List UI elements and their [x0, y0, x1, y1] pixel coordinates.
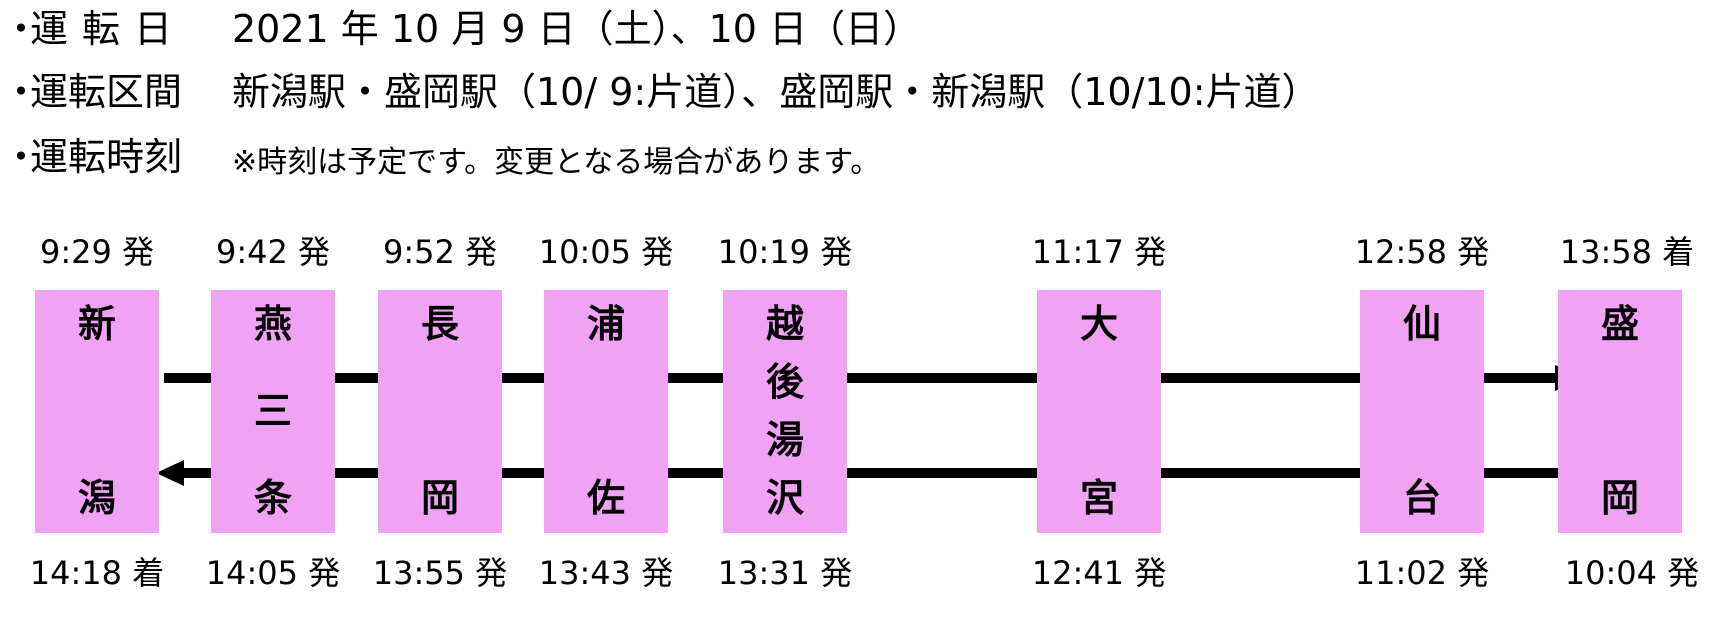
station-name-char: 長 [420, 302, 459, 346]
return-time-echigoyuzawa: 13:31 発 [717, 554, 853, 592]
station-name-char: 燕 [253, 302, 292, 346]
station-name-char: 潟 [77, 476, 116, 520]
bullet: ・ [2, 135, 41, 179]
station-box-echigoyuzawa: 越後湯沢 [723, 290, 847, 533]
outbound-time-urasa: 10:05 発 [538, 233, 674, 271]
bullet: ・ [2, 7, 41, 51]
section-value: 新潟駅・盛岡駅（10/ 9:片道）、盛岡駅・新潟駅（10/10:片道） [232, 70, 1320, 114]
time-label: 運転時刻 [30, 135, 183, 179]
outbound-time-tsubamesanjo: 9:42 発 [215, 233, 331, 271]
station-name-char: 新 [77, 302, 116, 346]
return-track [182, 468, 1560, 478]
station-name-char: 三 [253, 389, 292, 433]
station-box-sendai: 仙台 [1360, 290, 1484, 533]
outbound-time-niigata: 9:29 発 [39, 233, 155, 271]
station-box-urasa: 浦佐 [544, 290, 668, 533]
outbound-time-nagaoka: 9:52 発 [382, 233, 498, 271]
outbound-time-omiya: 11:17 発 [1031, 233, 1167, 271]
station-name-char: 岡 [1600, 476, 1639, 520]
station-name-char: 台 [1402, 476, 1441, 520]
date-label: 運転日 [30, 7, 187, 51]
outbound-time-morioka: 13:58 着 [1559, 233, 1695, 271]
date-value: 2021 年 10 月 9 日（土）、10 日（日） [232, 7, 922, 51]
station-name-char: 越 [765, 302, 804, 346]
outbound-track [164, 373, 1559, 383]
station-name-char: 大 [1079, 302, 1118, 346]
return-time-morioka: 10:04 発 [1564, 554, 1700, 592]
station-name-char: 佐 [586, 476, 625, 520]
station-name-char: 盛 [1600, 302, 1639, 346]
station-box-tsubamesanjo: 燕三条 [211, 290, 335, 533]
station-name-char: 条 [253, 476, 292, 520]
return-arrow-icon [156, 460, 184, 486]
station-box-niigata: 新潟 [35, 290, 159, 533]
outbound-time-echigoyuzawa: 10:19 発 [717, 233, 853, 271]
station-name-char: 宮 [1079, 476, 1118, 520]
return-time-omiya: 12:41 発 [1031, 554, 1167, 592]
station-box-omiya: 大宮 [1037, 290, 1161, 533]
return-time-sendai: 11:02 発 [1354, 554, 1490, 592]
outbound-time-sendai: 12:58 発 [1354, 233, 1490, 271]
station-box-nagaoka: 長岡 [378, 290, 502, 533]
bullet: ・ [2, 70, 41, 114]
return-time-niigata: 14:18 着 [29, 554, 165, 592]
station-box-morioka: 盛岡 [1558, 290, 1682, 533]
station-name-char: 仙 [1402, 302, 1441, 346]
return-time-tsubamesanjo: 14:05 発 [205, 554, 341, 592]
return-time-nagaoka: 13:55 発 [372, 554, 508, 592]
station-name-char: 後 [765, 360, 804, 404]
section-label: 運転区間 [30, 70, 183, 114]
station-name-char: 浦 [586, 302, 625, 346]
time-note: ※時刻は予定です。変更となる場合があります。 [232, 145, 881, 180]
return-time-urasa: 13:43 発 [538, 554, 674, 592]
station-name-char: 岡 [420, 476, 459, 520]
station-name-char: 湯 [765, 418, 804, 462]
station-name-char: 沢 [765, 476, 804, 520]
